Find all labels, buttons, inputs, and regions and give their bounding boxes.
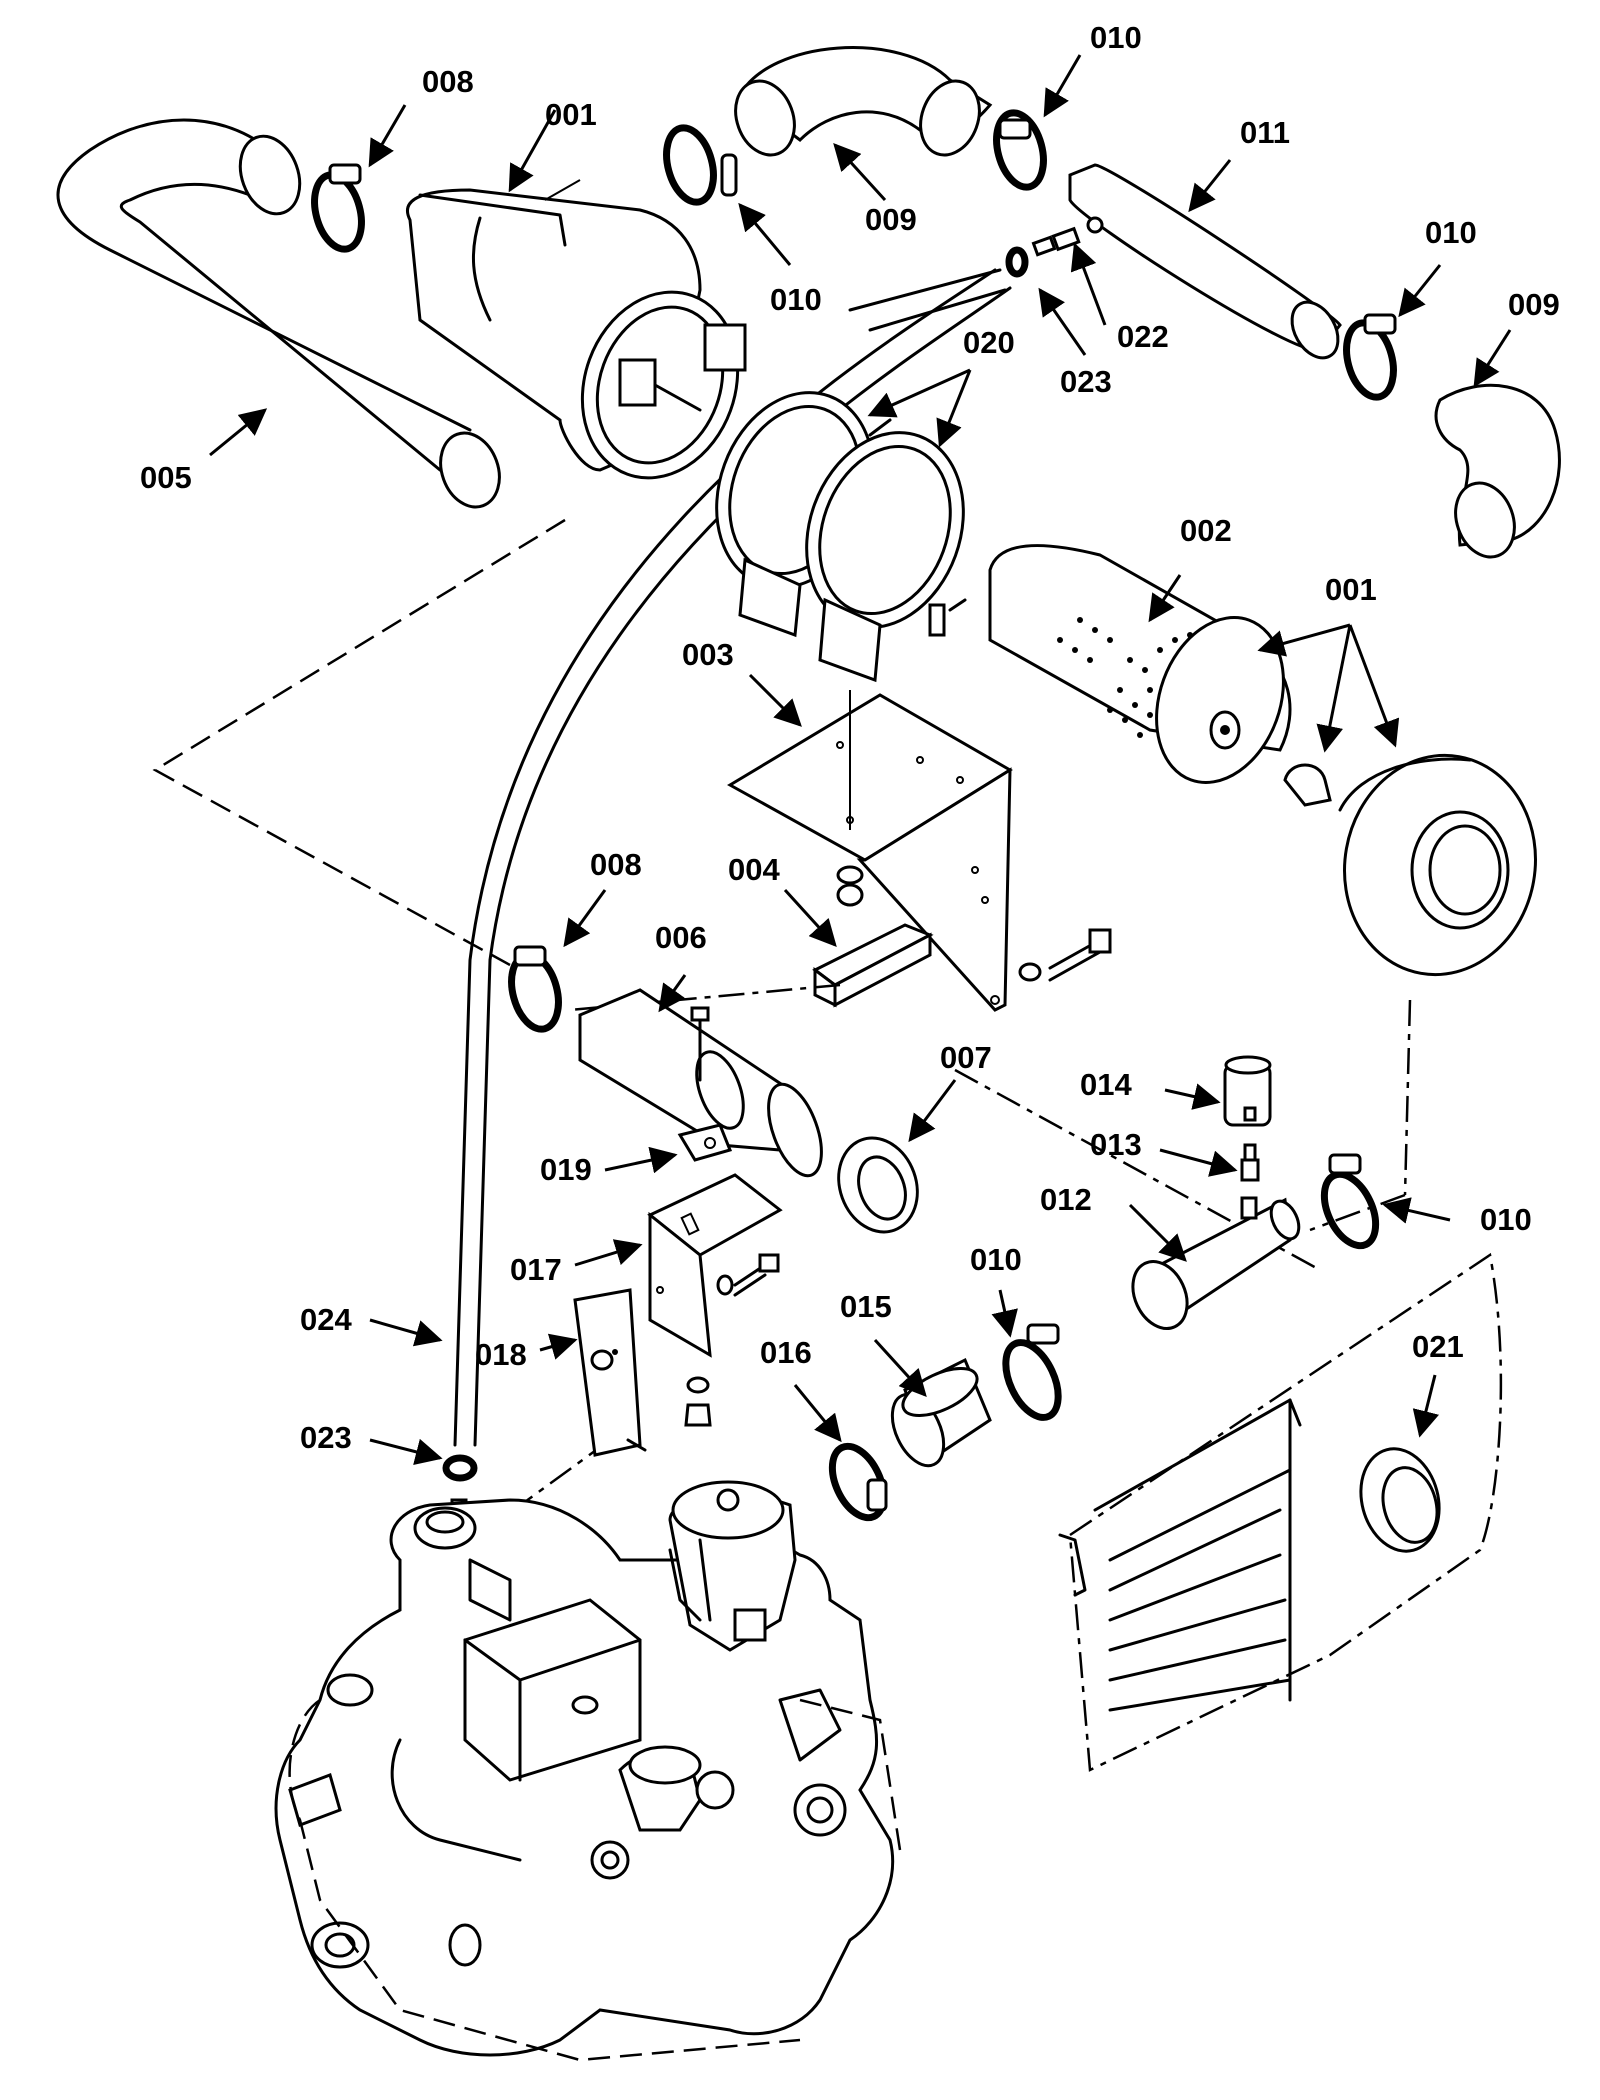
label-019: 019 xyxy=(540,1152,592,1187)
bracket-003 xyxy=(727,690,1013,1012)
hose-005 xyxy=(56,118,501,509)
fitting-013 xyxy=(1240,1143,1260,1182)
mounting-band-020 xyxy=(715,391,967,683)
bolt-bracket xyxy=(1018,928,1112,982)
label-022: 022 xyxy=(1117,319,1169,354)
clamp-016 xyxy=(828,1442,888,1522)
clamp-010-top-right xyxy=(993,109,1047,191)
label-010-top-right: 010 xyxy=(1090,20,1142,55)
label-010-lower: 010 xyxy=(970,1242,1022,1277)
plate-018 xyxy=(573,1288,647,1457)
label-009-top: 009 xyxy=(865,202,917,237)
adapter-006 xyxy=(578,988,823,1178)
label-023-bottom: 023 xyxy=(300,1420,352,1455)
engine xyxy=(274,1480,902,2062)
elbow-hose-009-top xyxy=(734,46,993,157)
label-021: 021 xyxy=(1412,1329,1464,1364)
air-cleaner-001-top xyxy=(406,179,747,480)
clamp-010-top-mid xyxy=(663,124,738,206)
label-006: 006 xyxy=(655,920,707,955)
clamp-010-lower xyxy=(1002,1323,1062,1421)
label-018: 018 xyxy=(475,1337,527,1372)
label-015: 015 xyxy=(840,1289,892,1324)
label-024: 024 xyxy=(300,1302,352,1337)
clamp-010-mid-right xyxy=(1320,1153,1380,1250)
label-007: 007 xyxy=(940,1040,992,1075)
label-001-top: 001 xyxy=(545,97,597,132)
seal-ring-007 xyxy=(837,1136,919,1234)
callout-leaders xyxy=(209,54,1512,1466)
label-001-right: 001 xyxy=(1325,572,1377,607)
adapter-015 xyxy=(890,1357,992,1468)
fitting-022 xyxy=(1031,226,1081,257)
label-010-top-mid: 010 xyxy=(770,282,822,317)
label-005: 005 xyxy=(140,460,192,495)
label-016: 016 xyxy=(760,1335,812,1370)
grommet-021 xyxy=(1359,1447,1441,1553)
label-011: 011 xyxy=(1240,115,1290,150)
callout-labels: 001 008 010 010 009 011 010 009 005 020 … xyxy=(140,20,1560,1455)
filter-element-002 xyxy=(988,544,1292,784)
restriction-indicator-014 xyxy=(1223,1055,1272,1127)
bolt-019 xyxy=(677,1006,733,1162)
breather-hose-024 xyxy=(453,268,1012,1447)
spacer-block-004 xyxy=(812,923,934,1008)
label-020: 020 xyxy=(963,325,1015,360)
label-014: 014 xyxy=(1080,1067,1132,1102)
bracket-017 xyxy=(647,1173,783,1427)
wing-nut xyxy=(1283,763,1332,807)
clamp-010-right xyxy=(1343,313,1397,401)
elbow-hose-009-right xyxy=(1434,383,1561,559)
filter-perforations xyxy=(1057,617,1193,738)
clamp-008-mid xyxy=(508,945,562,1033)
air-cleaner-cover-001 xyxy=(1338,753,1537,977)
label-004: 004 xyxy=(728,852,780,887)
label-003: 003 xyxy=(682,637,734,672)
clamp-008-top xyxy=(311,163,365,253)
clamp-023-top xyxy=(1005,246,1029,278)
label-009-right: 009 xyxy=(1508,287,1560,322)
tube-012 xyxy=(1131,1196,1301,1330)
label-008-mid: 008 xyxy=(590,847,642,882)
label-023-top: 023 xyxy=(1060,364,1112,399)
label-017: 017 xyxy=(510,1252,562,1287)
label-010-right: 010 xyxy=(1425,215,1477,250)
nut-stack xyxy=(836,865,864,907)
label-008-top: 008 xyxy=(422,64,474,99)
side-panel xyxy=(1058,1252,1503,1772)
label-002: 002 xyxy=(1180,513,1232,548)
tube-011 xyxy=(1068,163,1342,360)
label-013: 013 xyxy=(1090,1127,1142,1162)
label-010-mid-right: 010 xyxy=(1480,1202,1532,1237)
label-012: 012 xyxy=(1040,1182,1092,1217)
